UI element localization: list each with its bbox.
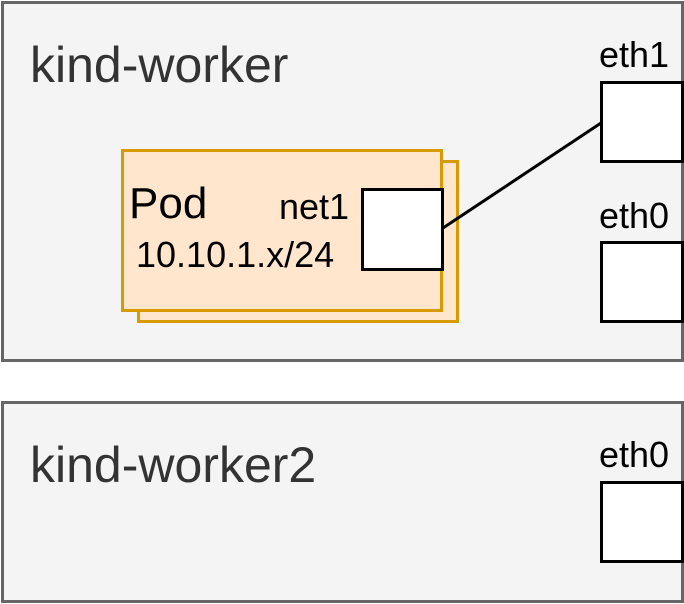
eth0-interface [600,481,684,563]
eth0-label: eth0 [599,434,670,475]
pod-ip: 10.10.1.x/24 [136,234,335,275]
node-kind-worker2: kind-worker2 [1,401,684,603]
pod-title: Pod [129,179,208,228]
eth1-label: eth1 [599,34,670,75]
eth0-interface [600,241,684,323]
net1-interface [361,188,444,271]
node-title: kind-worker [30,37,289,93]
eth1-interface [600,81,684,163]
net1-label: net1 [279,186,350,227]
node-title: kind-worker2 [30,437,317,493]
eth0-label: eth0 [599,195,670,236]
